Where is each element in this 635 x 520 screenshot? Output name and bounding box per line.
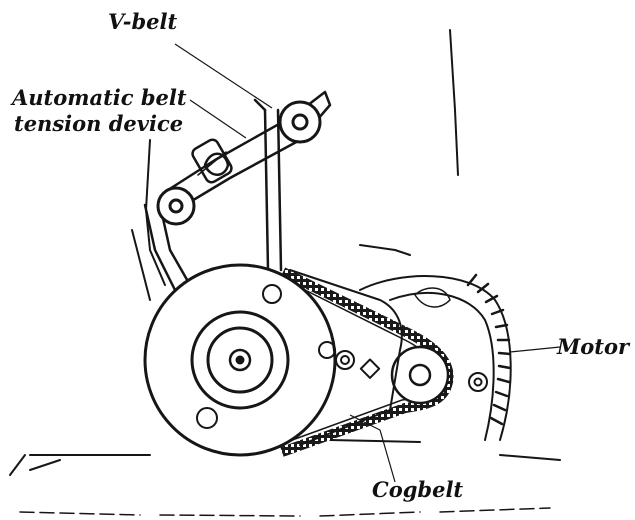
label-tension-line2: tension device — [14, 111, 184, 136]
large-pulley — [143, 263, 337, 457]
leader-motor — [509, 346, 561, 353]
pulley-mount-bolt — [335, 350, 355, 370]
motor-pulley — [390, 345, 450, 405]
motor-bolt — [468, 372, 488, 392]
leader-cogbelt — [349, 414, 396, 483]
leader-lines — [174, 43, 561, 483]
pulley-bolt-holes — [196, 284, 336, 429]
idler-pulley-upper — [278, 100, 322, 144]
drive-plate — [289, 269, 403, 446]
leader-tension-device — [189, 99, 247, 139]
label-cogbelt: Cogbelt — [372, 477, 464, 502]
label-v-belt: V-belt — [108, 9, 178, 34]
leader-v-belt — [174, 43, 273, 109]
label-motor: Motor — [557, 334, 630, 359]
idler-pulley-lower — [156, 186, 196, 226]
label-tension-line1: Automatic belt — [12, 85, 187, 110]
motor-housing — [359, 273, 512, 441]
v-belt — [143, 98, 283, 292]
frame-lines — [9, 29, 561, 517]
